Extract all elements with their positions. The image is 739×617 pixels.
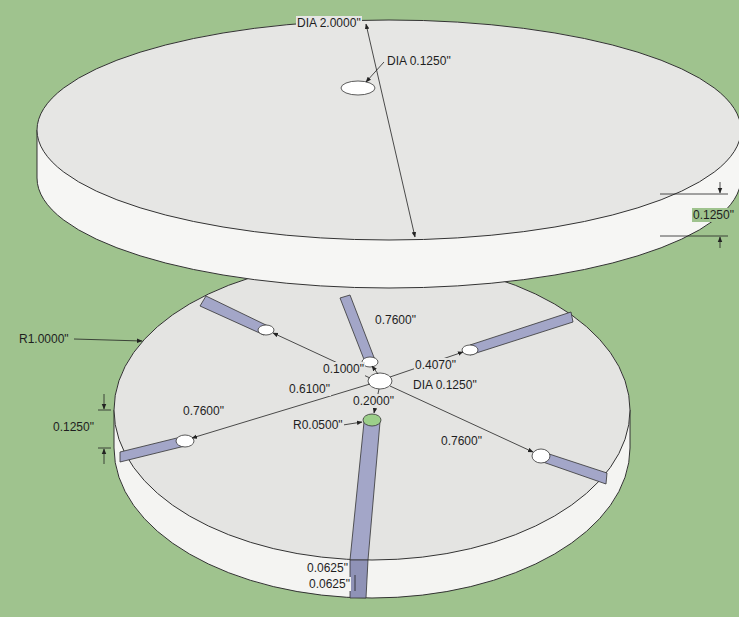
dimension-line <box>104 449 105 464</box>
extension-line <box>660 194 728 195</box>
extension-line <box>660 236 728 237</box>
top-disc-face <box>37 20 739 240</box>
dimension-line <box>390 386 533 452</box>
dimension-line <box>372 366 378 374</box>
dimension-label: 0.0625" <box>306 561 349 575</box>
dimension-label: DIA 0.1250" <box>386 54 452 68</box>
dimension-label: DIA 2.0000" <box>296 16 362 30</box>
hole <box>462 345 478 355</box>
dimension-label: 0.1250" <box>52 420 95 434</box>
hole <box>363 414 381 426</box>
leader-line <box>343 422 362 425</box>
hole <box>532 449 550 463</box>
dimension-label: 0.0625" <box>308 577 351 591</box>
dimension-label: R0.0500" <box>292 418 344 432</box>
dimension-label: 0.1250" <box>692 208 735 222</box>
slot <box>350 422 380 560</box>
dimension-label: DIA 0.1250" <box>412 378 478 392</box>
leader-line <box>366 62 384 82</box>
dimension-line <box>390 352 463 377</box>
dimension-line <box>720 237 721 248</box>
dimension-line <box>273 333 370 378</box>
dimension-label: 0.7600" <box>440 434 483 448</box>
hole <box>341 81 375 95</box>
extension-line <box>98 410 111 411</box>
dimension-label: 0.7600" <box>374 313 417 327</box>
dimension-label: 0.1000" <box>322 362 365 376</box>
dimension-label: 0.2000" <box>352 394 395 408</box>
center-hole <box>368 373 392 389</box>
dimension-line <box>355 575 356 591</box>
dimension-label: 0.4070" <box>414 358 457 372</box>
dimension-label: 0.6100" <box>288 382 331 396</box>
slot <box>120 436 185 462</box>
slot-notch <box>350 560 368 598</box>
hole <box>258 325 274 335</box>
bottom-disc-face <box>114 260 630 560</box>
extension-line <box>98 448 111 449</box>
dimension-label: R1.0000" <box>18 332 70 346</box>
hole <box>176 435 194 447</box>
slot <box>340 295 375 362</box>
dimension-line <box>104 394 105 409</box>
dimension-label: 0.7600" <box>182 404 225 418</box>
leader-line <box>74 339 142 341</box>
dimension-line <box>720 182 721 193</box>
slot <box>470 312 573 355</box>
